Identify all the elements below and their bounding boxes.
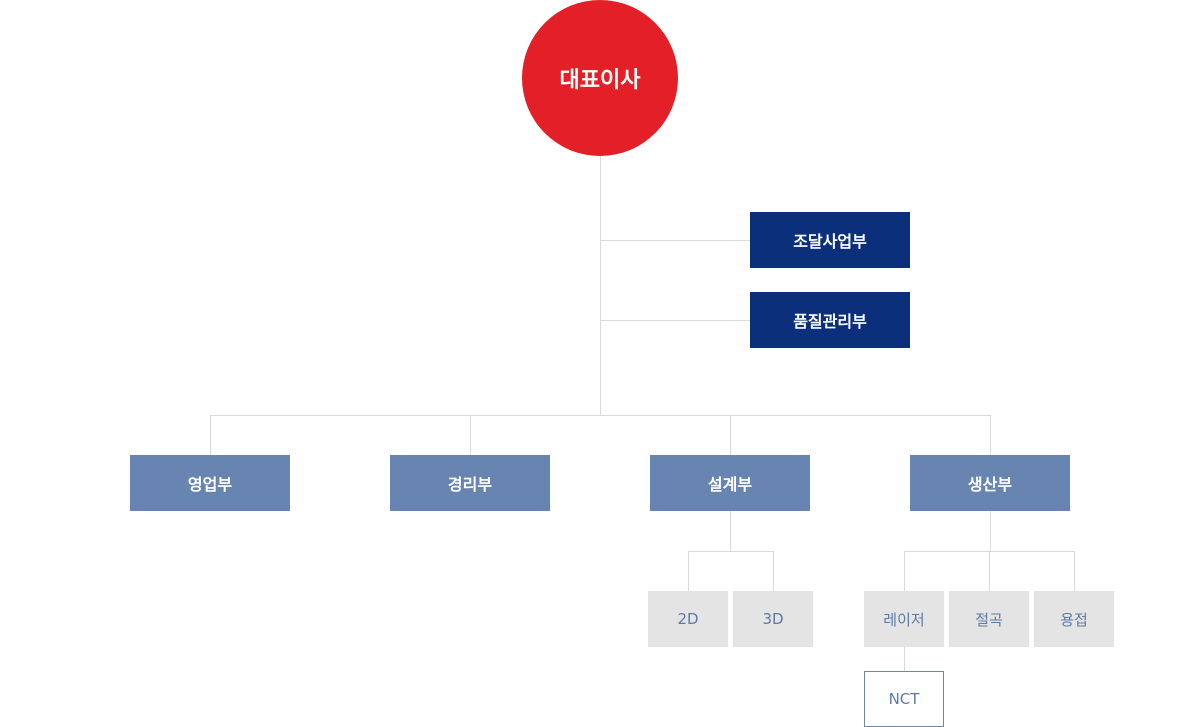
team-2d: 2D [648, 591, 728, 647]
dept-design: 설계부 [650, 455, 810, 511]
connector-production-team-2 [989, 551, 990, 591]
connector-production-team-1 [904, 551, 905, 591]
connector-staff-2 [600, 320, 750, 321]
connector-dept-1 [210, 415, 211, 455]
connector-design-trunk [730, 511, 731, 551]
connector-dept-horizontal [210, 415, 991, 416]
connector-design-team-1 [688, 551, 689, 591]
dept-production: 생산부 [910, 455, 1070, 511]
connector-dept-4 [990, 415, 991, 455]
dept-accounting: 경리부 [390, 455, 550, 511]
connector-ceo-trunk [600, 156, 601, 415]
connector-design-team-2 [773, 551, 774, 591]
staff-quality-control: 품질관리부 [750, 292, 910, 348]
connector-dept-3 [730, 415, 731, 455]
team-3d: 3D [733, 591, 813, 647]
connector-dept-2 [470, 415, 471, 455]
team-laser: 레이저 [864, 591, 944, 647]
connector-laser-sub [904, 647, 905, 671]
dept-sales: 영업부 [130, 455, 290, 511]
connector-staff-1 [600, 240, 750, 241]
team-welding: 용접 [1034, 591, 1114, 647]
ceo-node: 대표이사 [522, 0, 678, 156]
connector-production-team-3 [1074, 551, 1075, 591]
team-bending: 절곡 [949, 591, 1029, 647]
staff-procurement: 조달사업부 [750, 212, 910, 268]
connector-production-trunk [990, 511, 991, 551]
team-nct: NCT [864, 671, 944, 727]
connector-design-horizontal [688, 551, 774, 552]
